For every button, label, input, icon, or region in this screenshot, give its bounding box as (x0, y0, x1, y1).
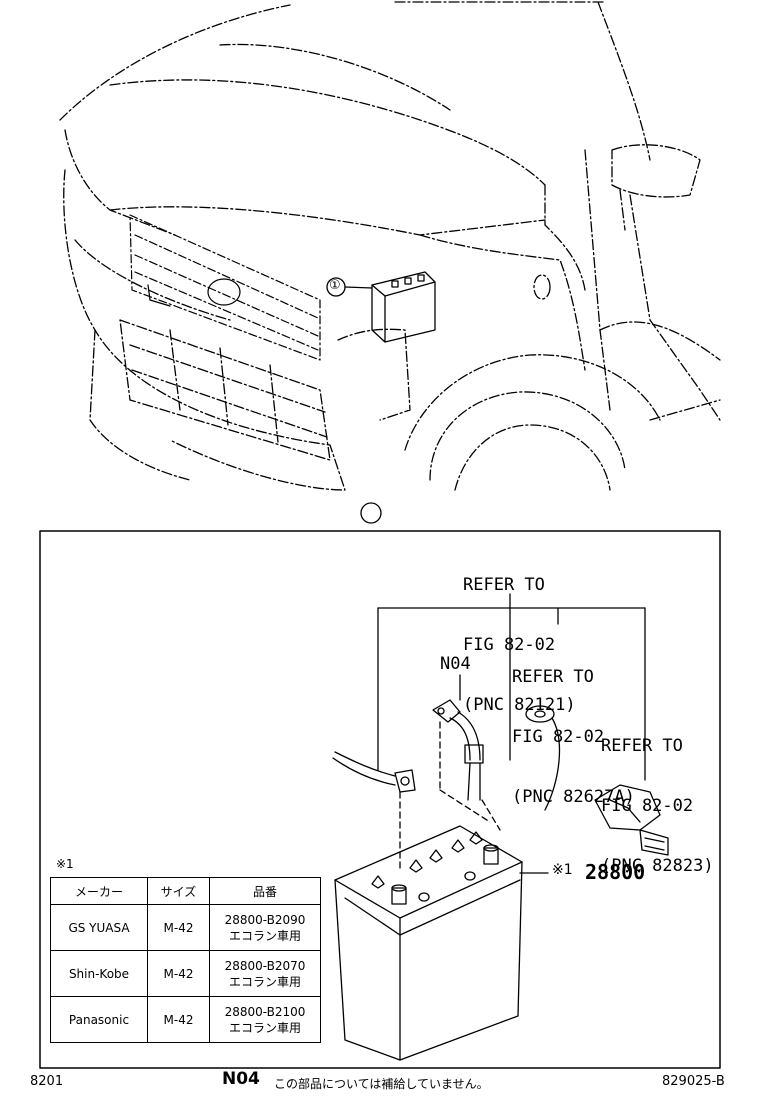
vehicle-battery-sketch (371, 271, 436, 343)
index-mark-vehicle: ① (329, 278, 341, 293)
cell-maker: Panasonic (50, 996, 148, 1043)
spec-note-mark: ※1 (56, 857, 74, 871)
callout-line: REFER TO (512, 667, 594, 687)
reference-leaders (377, 593, 646, 781)
cell-maker: Shin-Kobe (50, 950, 148, 997)
footer-n04: N04 (222, 1069, 260, 1089)
cell-part: 28800-B2090 エコラン車用 (209, 904, 321, 951)
battery-spec-table: メーカー サイズ 品番 GS YUASA M-42 28800-B2090 エコ… (50, 877, 321, 1043)
footer-left-code: 8201 (30, 1074, 64, 1089)
callout-line: FIG 82-02 (601, 796, 694, 816)
front-grille (129, 214, 321, 361)
header-maker: メーカー (50, 877, 148, 905)
positive-cable (332, 751, 416, 871)
part-note: エコラン車用 (228, 974, 301, 989)
cell-size: M-42 (147, 904, 210, 951)
battery-detail (334, 825, 549, 1061)
n04-label: N04 (440, 654, 471, 674)
cell-size: M-42 (147, 950, 210, 997)
table-row: Shin-Kobe M-42 28800-B2070 エコラン車用 (50, 950, 321, 997)
vehicle-outline (59, 1, 721, 491)
battery-sensor (594, 784, 669, 856)
part-note: エコラン車用 (228, 1020, 301, 1035)
cell-maker: GS YUASA (50, 904, 148, 951)
negative-terminal (432, 699, 501, 831)
cell-size: M-42 (147, 996, 210, 1043)
part-number: 28800-B2090 (224, 912, 306, 927)
cell-part: 28800-B2070 エコラン車用 (209, 950, 321, 997)
header-part-number: 品番 (209, 877, 321, 905)
battery-note-mark: ※1 (552, 862, 573, 878)
cell-part: 28800-B2100 エコラン車用 (209, 996, 321, 1043)
part-number: 28800-B2100 (224, 1004, 306, 1019)
battery-part-number: 28800 (585, 860, 646, 884)
callout-line: FIG 82-02 (512, 727, 605, 747)
table-header-row: メーカー サイズ 品番 (50, 877, 321, 905)
callout-line: (PNC 82627A) (512, 787, 635, 807)
reference-callout-1: REFER TO FIG 82-02 (PNC 82121) (463, 535, 576, 735)
footer-right-code: 829025-B (662, 1074, 725, 1089)
footer-notice: この部品については補給していません。 (274, 1077, 489, 1091)
reference-callout-2: REFER TO FIG 82-02 (PNC 82627A) (512, 627, 635, 827)
callout-line: (PNC 82823) (601, 856, 714, 876)
header-size: サイズ (147, 877, 210, 905)
callout-line: (PNC 82121) (463, 695, 576, 715)
detail-frame (39, 530, 721, 1069)
ground-cable (525, 705, 561, 811)
reference-callout-3: REFER TO FIG 82-02 (PNC 82823) (601, 696, 714, 896)
part-note: エコラン車用 (228, 928, 301, 943)
callout-line: REFER TO (463, 575, 545, 595)
table-row: Panasonic M-42 28800-B2100 エコラン車用 (50, 996, 321, 1043)
callout-line: FIG 82-02 (463, 635, 556, 655)
callout-line: REFER TO (601, 736, 683, 756)
table-row: GS YUASA M-42 28800-B2090 エコラン車用 (50, 904, 321, 951)
part-number: 28800-B2070 (224, 958, 306, 973)
